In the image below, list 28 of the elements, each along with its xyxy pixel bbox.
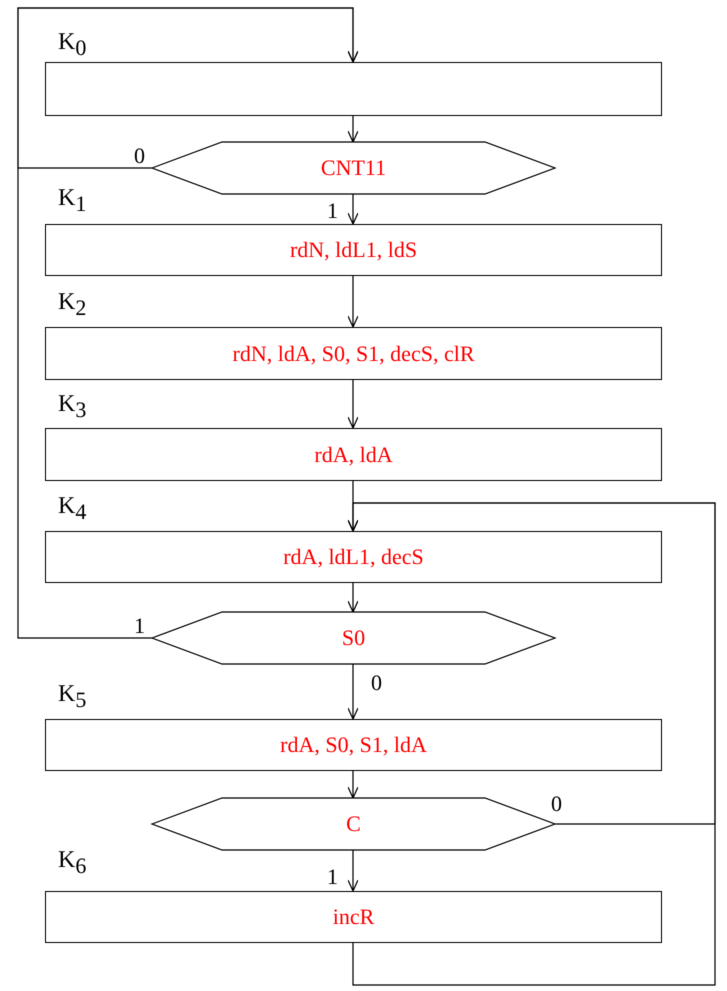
arrow [347, 664, 359, 720]
arrow [347, 194, 359, 225]
operation-label: rdN, ldL1, ldS [290, 237, 418, 263]
arrow [17, 7, 359, 639]
process-box [45, 327, 662, 380]
process-box [45, 891, 662, 943]
arrow [347, 583, 359, 613]
operation-label: rdA, ldA [314, 442, 393, 468]
decision-hexagon [152, 142, 555, 194]
arrow [347, 116, 359, 143]
condition-label: S0 [342, 625, 366, 651]
arrow [347, 502, 716, 986]
process-box [45, 428, 662, 481]
operation-label: rdN, ldA, S0, S1, decS, clR [232, 340, 474, 366]
condition-label: C [346, 811, 361, 837]
arrow [347, 850, 359, 892]
operation-label: rdA, S0, S1, ldA [280, 732, 427, 758]
process-box [45, 62, 662, 116]
operation-label: rdA, ldL1, decS [283, 544, 424, 570]
arrow [347, 771, 359, 799]
arrow [347, 276, 359, 328]
arrow [347, 380, 359, 429]
decision-hexagon [152, 612, 555, 664]
operation-label: incR [332, 904, 374, 930]
condition-label: CNT11 [320, 155, 386, 181]
process-box [45, 224, 662, 276]
process-box [45, 719, 662, 771]
process-box [45, 531, 662, 583]
